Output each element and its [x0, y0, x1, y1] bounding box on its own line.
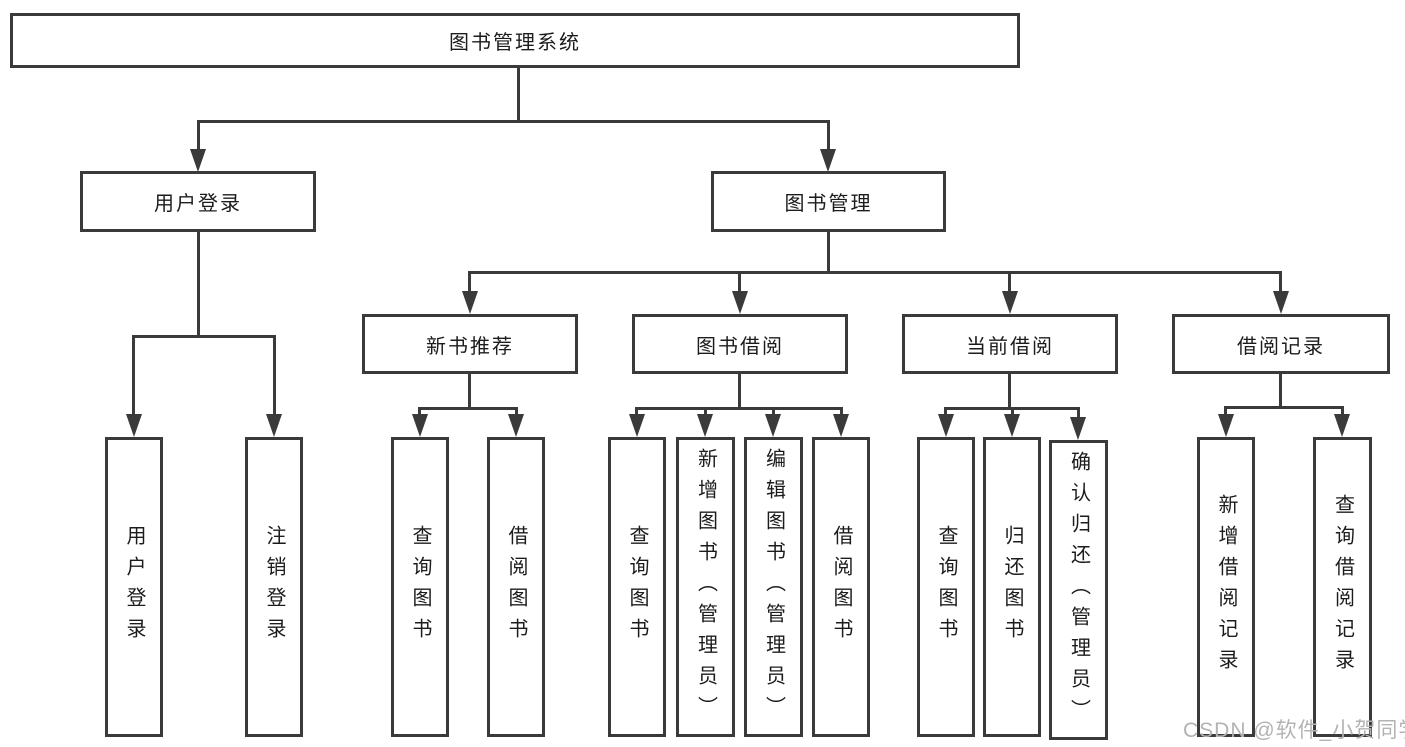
- arrowhead-leaf-bb-edit: [765, 414, 781, 437]
- leaf-bb-borrow-books: 借阅图书: [812, 437, 870, 737]
- arrowhead-user-login: [190, 149, 206, 172]
- node-book-mgmt: 图书管理: [711, 171, 946, 232]
- leaf-bb-query-books-label: 查询图书: [626, 525, 648, 649]
- node-current-borrow: 当前借阅: [902, 314, 1118, 374]
- leaf-cb-confirm-return-label: 确认归还（管理员）: [1067, 450, 1090, 730]
- connector-borrow-records-stem: [1279, 374, 1282, 406]
- connector-level3-branch: [468, 271, 1282, 274]
- connector-book-mgmt-stem: [827, 232, 830, 271]
- connector-drop-leaf-bb-query: [635, 407, 638, 420]
- connector-drop-leaf-nb-query: [418, 407, 421, 420]
- node-user-login: 用户登录: [80, 171, 316, 232]
- connector-drop-leaf-br-query: [1341, 406, 1344, 420]
- node-book-borrow-label: 图书借阅: [696, 335, 784, 358]
- node-root: 图书管理系统: [10, 13, 1020, 68]
- connector-drop-leaf-cb-return: [1011, 407, 1014, 420]
- connector-drop-new-book-rec: [468, 271, 471, 293]
- connector-book-borrow-branch: [635, 407, 843, 410]
- node-new-book-rec-label: 新书推荐: [426, 335, 514, 358]
- arrowhead-borrow-records: [1273, 291, 1289, 314]
- connector-current-borrow-stem: [1008, 374, 1011, 407]
- leaf-bb-borrow-books-label: 借阅图书: [830, 525, 852, 649]
- connector-drop-leaf-bb-edit: [772, 407, 775, 420]
- arrowhead-leaf-nb-query: [412, 414, 428, 437]
- leaf-cb-query-books: 查询图书: [917, 437, 975, 737]
- leaf-bb-edit-books-label: 编辑图书（管理员）: [762, 447, 785, 727]
- arrowhead-leaf-br-query: [1334, 414, 1350, 437]
- connector-drop-leaf-nb-borrow: [515, 407, 518, 420]
- arrowhead-new-book-rec: [462, 291, 478, 314]
- leaf-logout-label: 注销登录: [263, 525, 285, 649]
- leaf-bb-query-books: 查询图书: [608, 437, 666, 737]
- arrowhead-book-mgmt: [820, 149, 836, 172]
- leaf-br-add-record-label: 新增借阅记录: [1215, 494, 1237, 680]
- connector-drop-borrow-records: [1279, 271, 1282, 293]
- leaf-logout: 注销登录: [245, 437, 303, 737]
- connector-user-login-stem: [197, 232, 200, 335]
- leaf-cb-return-books: 归还图书: [983, 437, 1041, 737]
- arrowhead-leaf-bb-query: [629, 414, 645, 437]
- connector-drop-leaf-cb-query: [944, 407, 947, 420]
- arrowhead-leaf-bb-borrow: [833, 414, 849, 437]
- leaf-bb-edit-books: 编辑图书（管理员）: [744, 437, 803, 737]
- connector-drop-leaf-cb-confirm: [1077, 407, 1080, 420]
- node-borrow-records: 借阅记录: [1172, 314, 1390, 374]
- node-book-borrow: 图书借阅: [632, 314, 848, 374]
- leaf-bb-add-books-label: 新增图书（管理员）: [694, 447, 717, 727]
- connector-drop-current-borrow: [1008, 271, 1011, 293]
- connector-drop-leaf-bb-add: [704, 407, 707, 420]
- arrowhead-leaf-cb-return: [1004, 414, 1020, 437]
- leaf-user-login: 用户登录: [105, 437, 163, 737]
- arrowhead-leaf-cb-confirm: [1070, 417, 1086, 440]
- connector-drop-leaf-br-add: [1224, 406, 1227, 420]
- connector-root-stem: [517, 68, 520, 120]
- connector-book-borrow-stem: [738, 374, 741, 407]
- arrowhead-leaf-bb-add: [697, 414, 713, 437]
- leaf-nb-borrow-books: 借阅图书: [487, 437, 545, 737]
- connector-drop-leaf-bb-borrow: [840, 407, 843, 420]
- leaf-nb-query-books: 查询图书: [391, 437, 449, 737]
- leaf-cb-query-books-label: 查询图书: [935, 525, 957, 649]
- arrowhead-leaf-user-login: [126, 414, 142, 437]
- leaf-user-login-label: 用户登录: [123, 525, 145, 649]
- csdn-watermark: CSDN @软件_小贺同学: [1183, 719, 1405, 742]
- leaf-cb-confirm-return: 确认归还（管理员）: [1049, 440, 1108, 740]
- leaf-nb-borrow-books-label: 借阅图书: [505, 525, 527, 649]
- connector-drop-book-borrow: [738, 271, 741, 293]
- leaf-br-query-record: 查询借阅记录: [1313, 437, 1372, 737]
- node-book-mgmt-label: 图书管理: [784, 193, 873, 215]
- node-user-login-label: 用户登录: [154, 193, 242, 215]
- arrowhead-leaf-cb-query: [938, 414, 954, 437]
- node-root-label: 图书管理系统: [449, 32, 581, 54]
- connector-borrow-records-branch: [1224, 406, 1344, 409]
- leaf-cb-return-books-label: 归还图书: [1001, 525, 1023, 649]
- arrowhead-leaf-logout: [266, 414, 282, 437]
- connector-new-book-rec-branch: [418, 407, 518, 410]
- arrowhead-book-borrow: [732, 291, 748, 314]
- leaf-nb-query-books-label: 查询图书: [409, 525, 431, 649]
- node-new-book-rec: 新书推荐: [362, 314, 578, 374]
- connector-drop-leaf-user-login: [132, 335, 135, 420]
- leaf-br-query-record-label: 查询借阅记录: [1331, 494, 1354, 680]
- connector-user-login-branch: [132, 335, 276, 338]
- connector-drop-book-mgmt: [827, 120, 830, 152]
- node-borrow-records-label: 借阅记录: [1237, 335, 1325, 358]
- arrowhead-leaf-nb-borrow: [508, 414, 524, 437]
- arrowhead-leaf-br-add: [1218, 414, 1234, 437]
- node-current-borrow-label: 当前借阅: [966, 335, 1054, 358]
- connector-drop-user-login: [197, 120, 200, 152]
- leaf-bb-add-books: 新增图书（管理员）: [676, 437, 735, 737]
- leaf-br-add-record: 新增借阅记录: [1197, 437, 1255, 737]
- arrowhead-current-borrow: [1002, 291, 1018, 314]
- connector-drop-leaf-logout: [273, 335, 276, 420]
- connector-level2-branch: [197, 120, 830, 123]
- connector-new-book-rec-stem: [468, 374, 471, 407]
